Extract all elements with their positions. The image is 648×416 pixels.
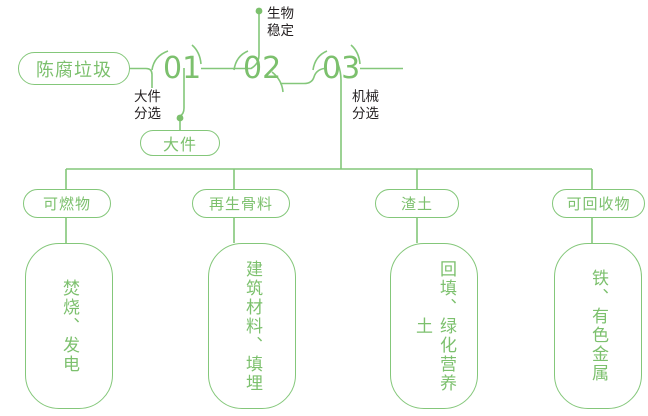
category-pill-combustibles[interactable]: 可燃物 [23,189,111,218]
endpoint-dot-bio [255,7,263,15]
stage-number-03[interactable]: 03 [322,51,361,86]
stage-01-annotation: 大件 分选 [134,89,161,123]
category-pill-slag-soil[interactable]: 渣土 [375,189,459,218]
stage-03-annotation-line1: 机械 [352,89,379,105]
wire-source-to-01 [130,67,153,88]
category-pill-recyclables[interactable]: 可回收物 [552,189,645,218]
endpoint-dot-bulky [176,114,184,122]
stage-02-annotation-line1: 生物 [267,6,294,22]
outcome-box-recycled-aggregate[interactable]: 建筑材料、填埋 [208,243,296,409]
category-pill-recycled-aggregate[interactable]: 再生骨料 [192,189,290,218]
outcome-box-slag-soil[interactable]: 回填、绿化营养土 [390,243,478,409]
wire-02-to-03 [280,67,325,85]
outcome-text-recyclables: 铁、有色金属 [588,269,608,383]
outcome-text-slag-soil: 回填、绿化营养土 [412,259,456,393]
outcome-text-recycled-aggregate: 建筑材料、填埋 [242,259,262,393]
stage-03-annotation: 机械 分选 [352,89,379,123]
outcome-box-recyclables[interactable]: 铁、有色金属 [554,243,642,409]
stage-number-01[interactable]: 01 [163,51,202,86]
stage-03-annotation-line2: 分选 [352,106,379,122]
stage-01-annotation-line1: 大件 [134,89,161,105]
outcome-box-combustibles[interactable]: 焚烧、发电 [25,243,113,409]
outcome-text-combustibles: 焚烧、发电 [59,278,79,374]
stage-01-output-pill[interactable]: 大件 [140,130,220,156]
stage-01-annotation-line2: 分选 [134,106,161,122]
source-node-pill[interactable]: 陈腐垃圾 [18,52,130,85]
stage-02-annotation: 生物 稳定 [267,6,294,40]
stage-number-02[interactable]: 02 [243,51,282,86]
stage-02-annotation-line2: 稳定 [267,23,294,39]
